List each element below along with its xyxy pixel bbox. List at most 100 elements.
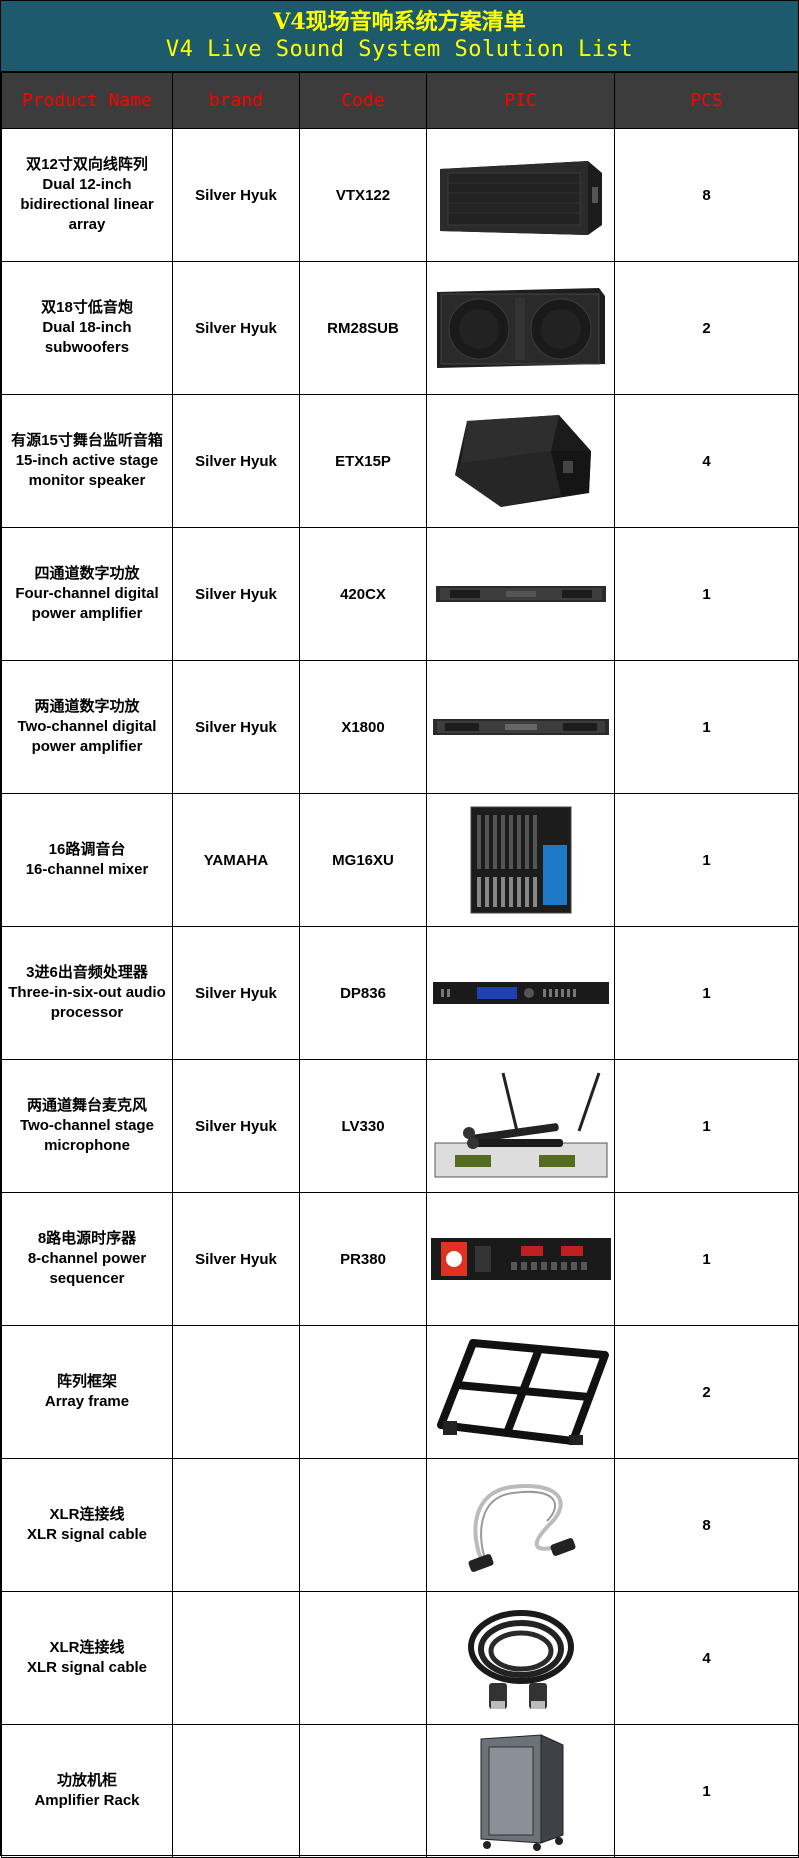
product-name-en: 16-channel mixer <box>25 861 149 878</box>
table-row: 功放机柜 Amplifier Rack 1 <box>1 1724 799 1858</box>
product-name-en: Dual 12-inch bidirectional linear array <box>20 176 154 233</box>
brand-cell: Silver Hyuk <box>172 660 300 794</box>
product-table: Product Name brand Code PIC PCS 双12寸双向线阵… <box>1 72 799 1858</box>
pic-cell <box>426 1059 615 1193</box>
pcs-cell: 8 <box>614 128 799 262</box>
pic-cell <box>426 128 615 262</box>
product-name-en: XLR signal cable <box>26 1526 148 1543</box>
table-row: XLR连接线 XLR signal cable 8 <box>1 1458 799 1592</box>
pcs-cell: 1 <box>614 1192 799 1326</box>
title-bar: V4现场音响系统方案清单 V4 Live Sound System Soluti… <box>1 1 798 72</box>
brand-cell <box>172 1591 300 1725</box>
line-array-speaker-icon <box>439 161 602 235</box>
pic-cell <box>426 1591 615 1725</box>
pcs-cell: 1 <box>614 1724 799 1858</box>
product-name-cell: 功放机柜 Amplifier Rack <box>1 1724 173 1858</box>
table-row: XLR连接线 XLR signal cable <box>1 1591 799 1725</box>
power-sequencer-icon <box>430 1238 611 1280</box>
pic-cell <box>426 1325 615 1459</box>
product-name-cell: 四通道数字功放 Four-channel digital power ampli… <box>1 527 173 661</box>
pcs-cell: 2 <box>614 1325 799 1459</box>
product-name-en: Array frame <box>44 1393 130 1410</box>
product-name-cn: 功放机柜 <box>56 1772 117 1789</box>
table-row: 两通道舞台麦克风 Two-channel stage microphone Si… <box>1 1059 799 1193</box>
mixer-icon <box>470 806 571 914</box>
brand-cell: Silver Hyuk <box>172 1059 300 1193</box>
brand-cell <box>172 1325 300 1459</box>
stage-monitor-icon <box>454 415 591 507</box>
power-amplifier-icon <box>435 586 606 602</box>
subwoofer-icon <box>436 288 605 368</box>
product-name-en: XLR signal cable <box>26 1659 148 1676</box>
header-code: Code <box>299 72 427 129</box>
code-cell: 420CX <box>299 527 427 661</box>
code-cell: DP836 <box>299 926 427 1060</box>
product-name-en: 8-channel power sequencer <box>27 1250 147 1287</box>
brand-cell: Silver Hyuk <box>172 527 300 661</box>
pcs-cell: 1 <box>614 1059 799 1193</box>
code-cell: LV330 <box>299 1059 427 1193</box>
product-name-en: Amplifier Rack <box>34 1792 140 1809</box>
product-name-cn: 3进6出音频处理器 <box>26 964 148 981</box>
pcs-cell: 1 <box>614 660 799 794</box>
header-pic: PIC <box>426 72 615 129</box>
table-row: 两通道数字功放 Two-channel digital power amplif… <box>1 660 799 794</box>
brand-cell: Silver Hyuk <box>172 926 300 1060</box>
array-frame-icon <box>436 1339 609 1445</box>
pcs-cell: 4 <box>614 1591 799 1725</box>
code-cell: PR380 <box>299 1192 427 1326</box>
table-row: 16路调音台 16-channel mixer YAMAHA MG16XU <box>1 793 799 927</box>
product-name-cell: 有源15寸舞台监听音箱 15-inch active stage monitor… <box>1 394 173 528</box>
brand-cell: Silver Hyuk <box>172 261 300 395</box>
product-name-en: Two-channel digital power amplifier <box>17 718 157 755</box>
product-name-cell: XLR连接线 XLR signal cable <box>1 1458 173 1592</box>
product-name-cn: 双12寸双向线阵列 <box>26 156 148 173</box>
amplifier-rack-icon <box>480 1734 563 1851</box>
header-product-name: Product Name <box>1 72 173 129</box>
code-cell: ETX15P <box>299 394 427 528</box>
code-cell: X1800 <box>299 660 427 794</box>
product-name-en: 15-inch active stage monitor speaker <box>15 452 159 489</box>
table-row: 双18寸低音炮 Dual 18-inch subwoofers Silver H… <box>1 261 799 395</box>
product-name-en: Three-in-six-out audio processor <box>8 984 166 1021</box>
table-row: 3进6出音频处理器 Three-in-six-out audio process… <box>1 926 799 1060</box>
product-name-cn: 四通道数字功放 <box>34 565 140 582</box>
pic-cell <box>426 261 615 395</box>
product-name-en: Four-channel digital power amplifier <box>15 585 159 622</box>
pcs-cell: 8 <box>614 1458 799 1592</box>
code-cell: VTX122 <box>299 128 427 262</box>
pcs-cell: 4 <box>614 394 799 528</box>
code-cell <box>299 1325 427 1459</box>
product-name-cell: 两通道数字功放 Two-channel digital power amplif… <box>1 660 173 794</box>
pic-cell <box>426 527 615 661</box>
pic-cell <box>426 926 615 1060</box>
product-name-cn: 8路电源时序器 <box>37 1230 137 1247</box>
product-name-cn: 两通道舞台麦克风 <box>26 1097 147 1114</box>
product-name-cell: 16路调音台 16-channel mixer <box>1 793 173 927</box>
xlr-cable-icon <box>468 1484 575 1572</box>
pic-cell <box>426 1724 615 1858</box>
code-cell: RM28SUB <box>299 261 427 395</box>
product-name-cell: 两通道舞台麦克风 Two-channel stage microphone <box>1 1059 173 1193</box>
title-chinese: V4现场音响系统方案清单 <box>273 9 526 35</box>
product-name-cell: 双18寸低音炮 Dual 18-inch subwoofers <box>1 261 173 395</box>
product-name-cn: 16路调音台 <box>48 841 126 858</box>
product-name-cn: 两通道数字功放 <box>34 698 140 715</box>
product-name-en: Dual 18-inch subwoofers <box>42 319 132 356</box>
table-header-row: Product Name brand Code PIC PCS <box>1 72 799 129</box>
product-name-cell: 8路电源时序器 8-channel power sequencer <box>1 1192 173 1326</box>
table-row: 8路电源时序器 8-channel power sequencer Silver… <box>1 1192 799 1326</box>
pcs-cell: 2 <box>614 261 799 395</box>
product-name-cell: 3进6出音频处理器 Three-in-six-out audio process… <box>1 926 173 1060</box>
power-amplifier-icon <box>432 719 609 735</box>
product-name-cn: XLR连接线 <box>49 1639 125 1656</box>
pic-cell <box>426 1458 615 1592</box>
brand-cell: YAMAHA <box>172 793 300 927</box>
product-name-cn: 阵列框架 <box>56 1373 117 1390</box>
product-name-cn: XLR连接线 <box>49 1506 125 1523</box>
product-name-cell: 双12寸双向线阵列 Dual 12-inch bidirectional lin… <box>1 128 173 262</box>
header-pcs: PCS <box>614 72 799 129</box>
code-cell <box>299 1724 427 1858</box>
product-name-cell: 阵列框架 Array frame <box>1 1325 173 1459</box>
brand-cell: Silver Hyuk <box>172 128 300 262</box>
